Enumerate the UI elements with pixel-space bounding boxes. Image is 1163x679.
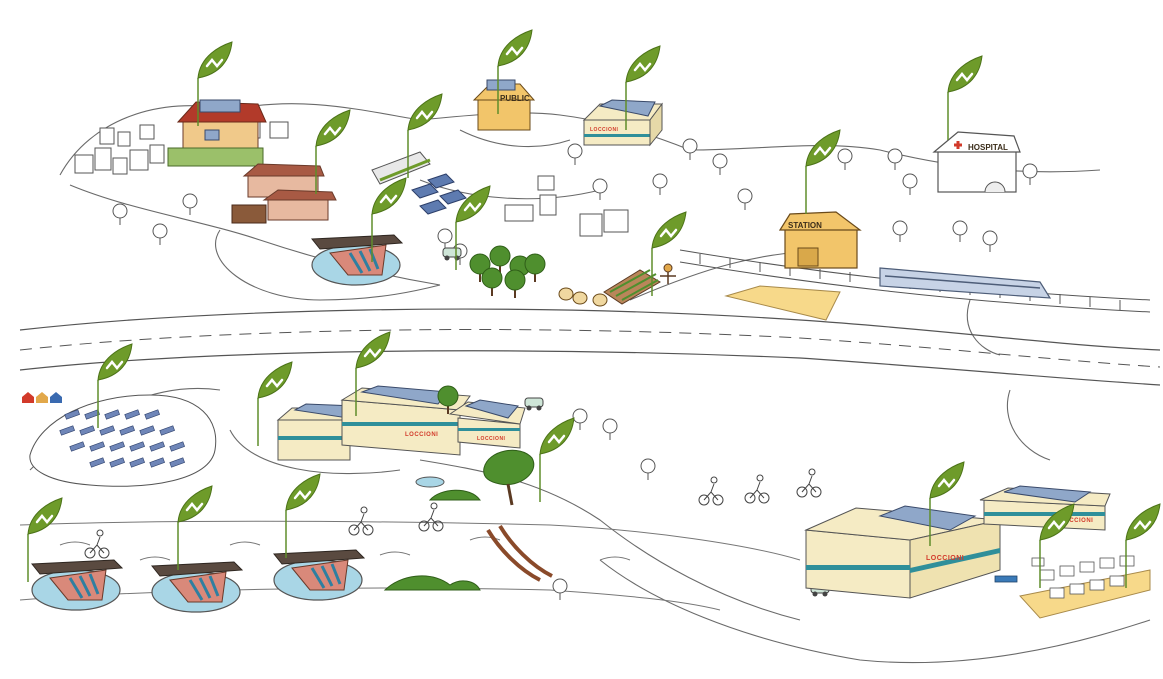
- energy-leaf-marker-icon: [804, 128, 842, 216]
- cyclist-icon: [348, 506, 374, 536]
- energy-leaf-marker-icon: [314, 108, 352, 196]
- public-sign: PUBLIC: [500, 94, 530, 103]
- river: [19, 520, 801, 611]
- green-shrubs: [383, 489, 481, 591]
- station-building: STATION: [778, 211, 862, 269]
- energy-leaf-marker-icon: [284, 472, 322, 560]
- public-building: PUBLIC: [472, 79, 536, 131]
- loccioni-label-right-2: LOCCIONI: [1060, 518, 1093, 524]
- farm-buildings: [231, 163, 337, 224]
- station-sign: STATION: [788, 221, 822, 230]
- electric-car-icon: [442, 247, 462, 261]
- campus-trees: [437, 385, 535, 506]
- loccioni-label-top: LOCCIONI: [590, 127, 619, 133]
- house-icon: [22, 392, 62, 403]
- farmhouse-solar: [167, 99, 267, 167]
- hydro-plant-icon: [310, 233, 404, 287]
- hospital-building: HOSPITAL: [932, 131, 1021, 193]
- loccioni-building-top: LOCCIONI: [582, 99, 663, 147]
- white-houses: [504, 175, 629, 237]
- scarecrow: [660, 263, 676, 284]
- cyclist-icon: [418, 502, 444, 532]
- orchard: [469, 245, 546, 299]
- greenhouse: [371, 151, 431, 185]
- solar-farm: [29, 394, 217, 487]
- hydro-plant-icon: [30, 558, 124, 612]
- loccioni-label-middle: LOCCIONI: [405, 432, 438, 438]
- highway: [19, 308, 1161, 386]
- pond: [415, 476, 445, 488]
- train-icon: [879, 267, 1052, 299]
- chickens: [558, 287, 608, 307]
- hospital-sign: HOSPITAL: [968, 143, 1008, 152]
- hydro-plant-icon: [272, 548, 366, 602]
- loccioni-label-right: LOCCIONI: [926, 555, 964, 562]
- energy-leaf-marker-icon: [538, 416, 576, 504]
- loccioni-label-middle-2: LOCCIONI: [477, 436, 506, 442]
- parking-pad: [724, 285, 841, 321]
- loccioni-campus-right: LOCCIONI LOCCIONI: [804, 485, 1111, 599]
- fish-ladder: [486, 524, 553, 582]
- electric-car-icon: [524, 397, 544, 411]
- solar-panel-icon: [411, 173, 467, 215]
- cyclist-icon: [796, 468, 822, 498]
- hydro-plant-icon: [150, 560, 244, 614]
- test-facility: [994, 555, 1151, 619]
- hillside-village: [74, 119, 289, 175]
- cyclist-icon: [744, 474, 770, 504]
- energy-leaf-marker-icon: [946, 54, 984, 142]
- cyclist-icon: [698, 476, 724, 506]
- energy-leaf-marker-icon: [176, 484, 214, 572]
- loccioni-campus-middle: LOCCIONI LOCCIONI: [276, 385, 526, 461]
